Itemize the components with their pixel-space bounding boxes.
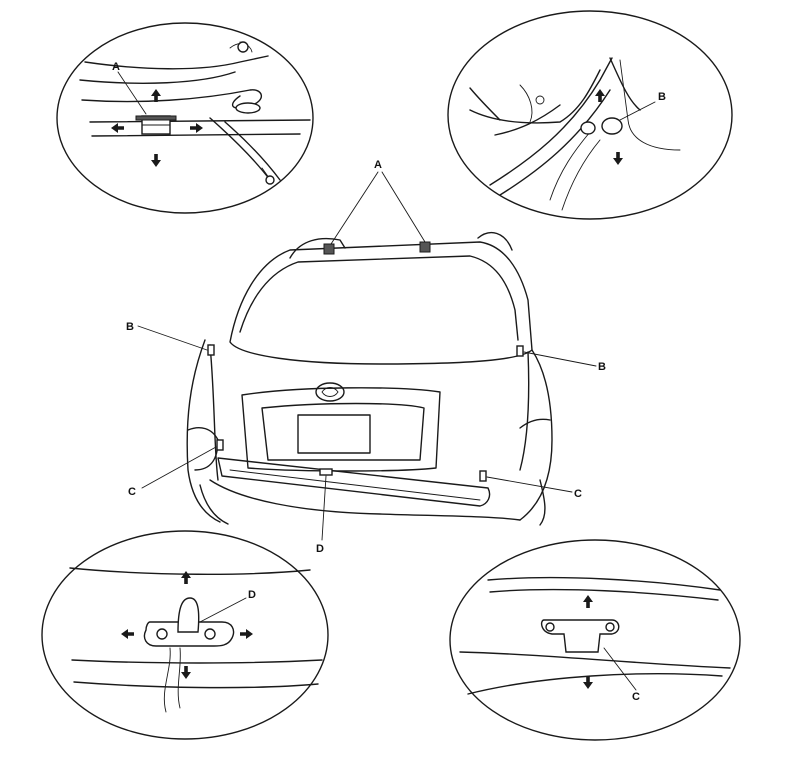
callout-d-detail: D xyxy=(248,589,256,601)
callout-a-detail: A xyxy=(112,61,120,73)
callout-a-center: A xyxy=(374,159,382,171)
detail-a-bumper: A xyxy=(56,22,314,214)
detail-b-side: B xyxy=(447,10,733,220)
detail-d-striker: D xyxy=(41,530,329,740)
center-callouts: A B B C C D xyxy=(126,159,606,555)
callout-c-detail: C xyxy=(632,691,640,703)
callout-b-left: B xyxy=(126,321,134,333)
vehicle-rear-view xyxy=(186,231,553,526)
callout-d-center: D xyxy=(316,543,324,555)
callout-b-right: B xyxy=(598,361,606,373)
callout-c-left: C xyxy=(128,486,136,498)
callout-c-right: C xyxy=(574,488,582,500)
detail-c-bracket: C xyxy=(449,539,741,741)
callout-b-detail: B xyxy=(658,91,666,103)
